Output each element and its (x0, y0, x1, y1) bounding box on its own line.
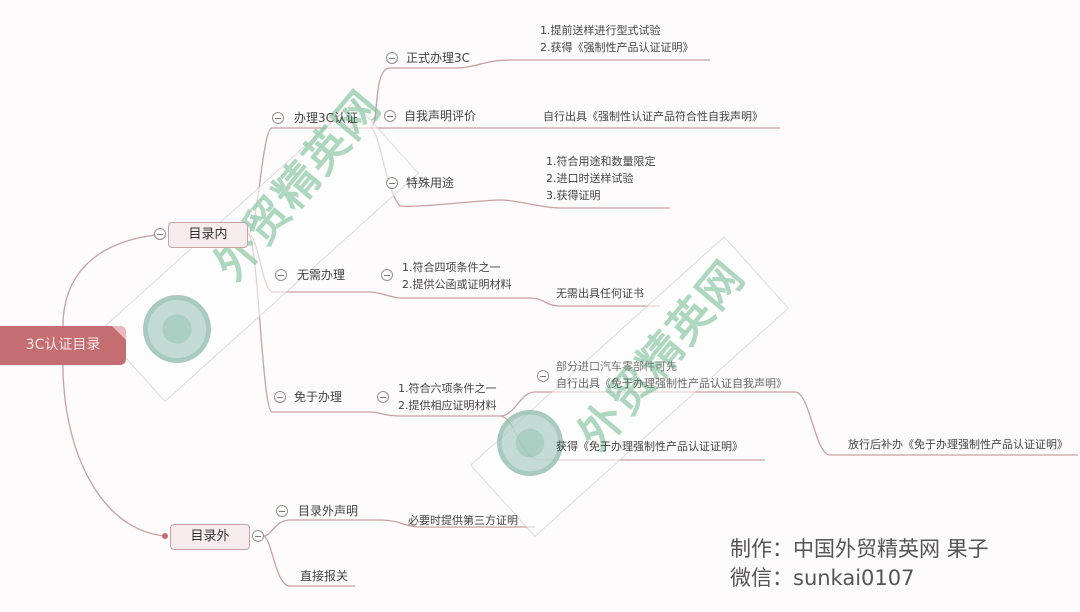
exempt-condition-2: 2.提供相应证明材料 (398, 399, 497, 412)
node-direct-customs[interactable]: 直接报关 (300, 569, 349, 583)
special-detail-3: 3.获得证明 (546, 189, 601, 202)
node-special-use[interactable]: 特殊用途 (406, 176, 455, 190)
node-no-need[interactable]: 无需办理 (297, 268, 346, 282)
collapse-icon[interactable] (154, 228, 166, 240)
formal-detail-2: 2.获得《强制性产品认证证明》 (540, 41, 694, 54)
collapse-icon[interactable] (386, 177, 398, 189)
special-detail-1: 1.符合用途和数量限定 (546, 155, 656, 168)
node-out-catalog[interactable]: 目录外 (170, 524, 250, 550)
no-need-condition-2: 2.提供公函或证明材料 (402, 278, 512, 291)
exempt-option-a-followup: 放行后补办《免于办理强制性产品认证证明》 (848, 438, 1068, 451)
special-detail-2: 2.进口时送样试验 (546, 172, 634, 185)
collapse-icon[interactable] (537, 370, 549, 382)
root-corner-fold (112, 326, 126, 340)
exempt-option-a-2: 自行出具《免于办理强制性产品认证自我声明》 (556, 377, 787, 390)
collapse-icon[interactable] (384, 110, 396, 122)
watermark-qr-code (143, 295, 211, 363)
self-declare-detail: 自行出具《强制性认证产品符合性自我声明》 (543, 110, 763, 123)
node-out-declaration[interactable]: 目录外声明 (298, 504, 359, 518)
node-apply-3c[interactable]: 办理3C认证 (294, 111, 359, 125)
collapse-icon[interactable] (272, 112, 284, 124)
node-self-declare[interactable]: 自我声明评价 (404, 109, 477, 123)
node-exempt[interactable]: 免于办理 (294, 390, 343, 404)
no-need-result: 无需出具任何证书 (556, 287, 644, 300)
exempt-option-a-1: 部分进口汽车零部件可先 (556, 360, 677, 373)
no-need-condition-1: 1.符合四项条件之一 (402, 261, 501, 274)
out-declaration-detail: 必要时提供第三方证明 (408, 514, 518, 527)
node-in-catalog[interactable]: 目录内 (168, 222, 248, 248)
collapse-icon[interactable] (252, 530, 264, 542)
exempt-option-b: 获得《免于办理强制性产品认证证明》 (556, 440, 743, 453)
collapse-icon[interactable] (274, 391, 286, 403)
watermark-qr-code (497, 410, 563, 476)
root-node[interactable]: 3C认证目录 (0, 326, 126, 365)
collapse-icon[interactable] (386, 52, 398, 64)
exempt-condition-1: 1.符合六项条件之一 (398, 382, 497, 395)
formal-detail-1: 1.提前送样进行型式试验 (540, 24, 661, 37)
collapse-icon[interactable] (275, 269, 287, 281)
credit-line-1: 制作：中国外贸精英网 果子 (730, 537, 989, 561)
credit-line-2: 微信：sunkai0107 (730, 566, 915, 590)
node-formal-3c[interactable]: 正式办理3C (406, 51, 471, 65)
collapse-icon[interactable] (381, 269, 393, 281)
collapse-icon[interactable] (377, 391, 389, 403)
author-credit: 制作：中国外贸精英网 果子 微信：sunkai0107 (730, 535, 989, 593)
collapse-icon[interactable] (276, 505, 288, 517)
root-label: 3C认证目录 (25, 337, 101, 353)
